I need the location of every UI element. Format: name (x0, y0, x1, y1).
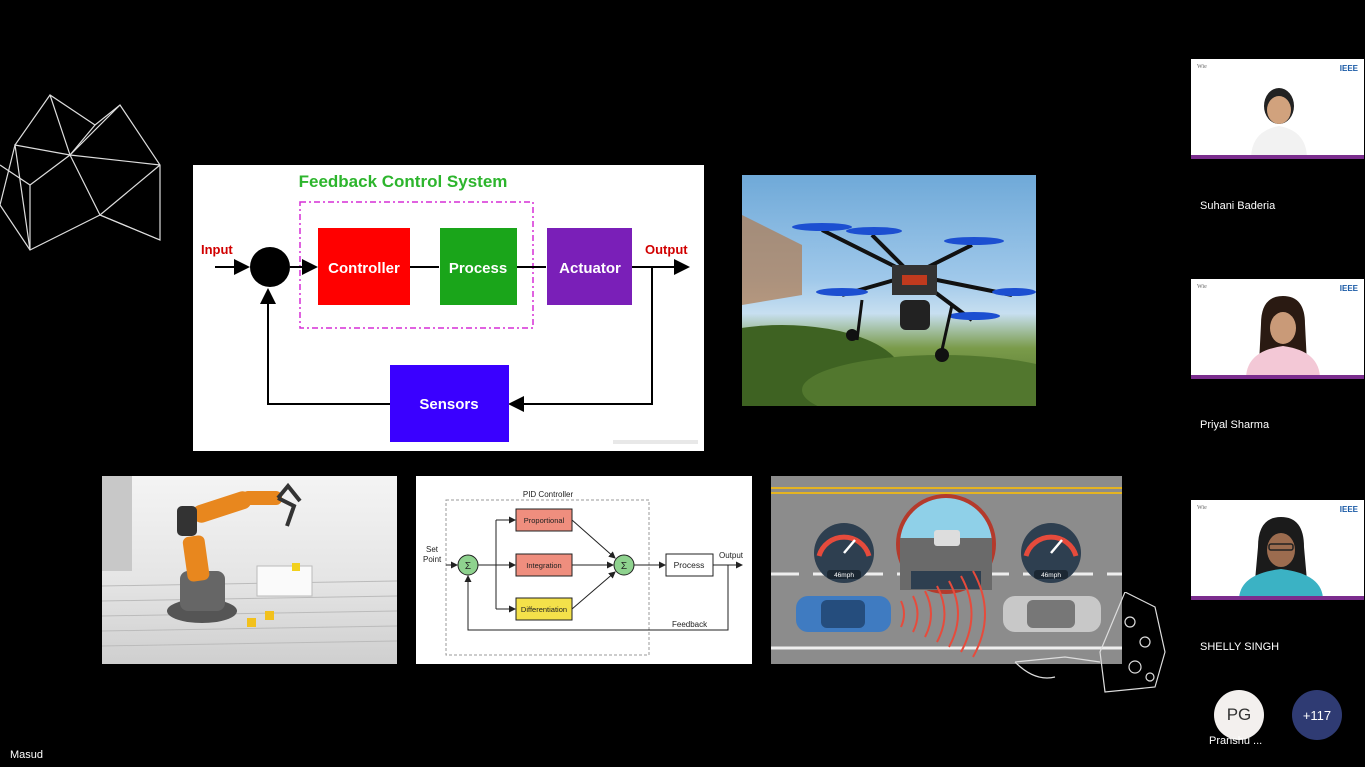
ieee-logo: IEEE (1339, 284, 1358, 293)
integration-label: Integration (526, 561, 561, 570)
sensors-block (390, 365, 509, 442)
participant-person (1251, 88, 1307, 159)
controller-block (318, 228, 410, 305)
dashed-boundary (299, 201, 534, 329)
shared-screen: Feedback Control System Input Controller… (0, 94, 1166, 761)
output-label: Output (645, 242, 688, 257)
differentiation-label: Differentiation (521, 605, 567, 614)
process-block (440, 228, 517, 305)
presenter-name: Masud (10, 749, 44, 761)
participant-name-3: SHELLY SINGH (1200, 641, 1280, 653)
set-point-label-1: Set (426, 545, 439, 554)
participant-video-2[interactable]: Wie IEEE (1191, 279, 1364, 379)
set-point-label-2: Point (423, 555, 442, 564)
more-participants-button[interactable]: +117 (1292, 690, 1342, 740)
avatar-name: Pranshu ... (1209, 735, 1263, 747)
left-speed-label: 46mph (834, 572, 854, 579)
actuator-label: Actuator (559, 260, 621, 277)
pid-controller-diagram: PID Controller Set Point Σ Proportional … (416, 476, 752, 664)
sensors-label: Sensors (419, 396, 478, 413)
more-participants-count: +117 (1302, 707, 1332, 723)
feedback-control-diagram: Feedback Control System Input Controller… (193, 165, 704, 451)
tank-sketch-decoration (1014, 592, 1166, 693)
sum-symbol-2: Σ (621, 561, 627, 572)
proportional-label: Proportional (524, 516, 565, 525)
participant-name-2: Priyal Sharma (1200, 419, 1270, 431)
participant-person (1246, 296, 1320, 379)
process-label: Process (449, 260, 507, 277)
diagram-title: Feedback Control System (299, 172, 508, 191)
sum-symbol-1: Σ (465, 561, 471, 572)
ieee-logo: IEEE (1339, 64, 1358, 73)
participant-person (1239, 517, 1323, 600)
ieee-logo: IEEE (1339, 505, 1358, 514)
right-speed-label: 46mph (1041, 572, 1061, 579)
participant-video-1[interactable]: Wie IEEE (1191, 59, 1364, 159)
pid-title: PID Controller (523, 490, 574, 499)
wie-logo: Wie (1197, 284, 1207, 290)
input-label: Input (201, 242, 233, 257)
actuator-block (547, 228, 632, 305)
participant-video-3[interactable]: Wie IEEE (1191, 500, 1364, 600)
pid-process-label: Process (674, 560, 705, 570)
controller-label: Controller (328, 260, 400, 277)
summing-junction (250, 247, 290, 287)
pid-feedback-label: Feedback (672, 620, 708, 629)
watermark (613, 440, 698, 444)
wie-logo: Wie (1197, 64, 1207, 70)
participant-avatar[interactable]: PG (1214, 690, 1264, 740)
participant-name-1: Suhani Baderia (1200, 200, 1276, 212)
wireframe-decoration (0, 94, 161, 251)
robot-arm-photo (102, 476, 397, 664)
pid-output-label: Output (719, 551, 744, 560)
wie-logo: Wie (1197, 505, 1207, 511)
avatar-initials: PG (1226, 705, 1252, 724)
cruise-control-illustration: 46mph 46mph (771, 476, 1122, 664)
drone-photo (742, 175, 1036, 406)
